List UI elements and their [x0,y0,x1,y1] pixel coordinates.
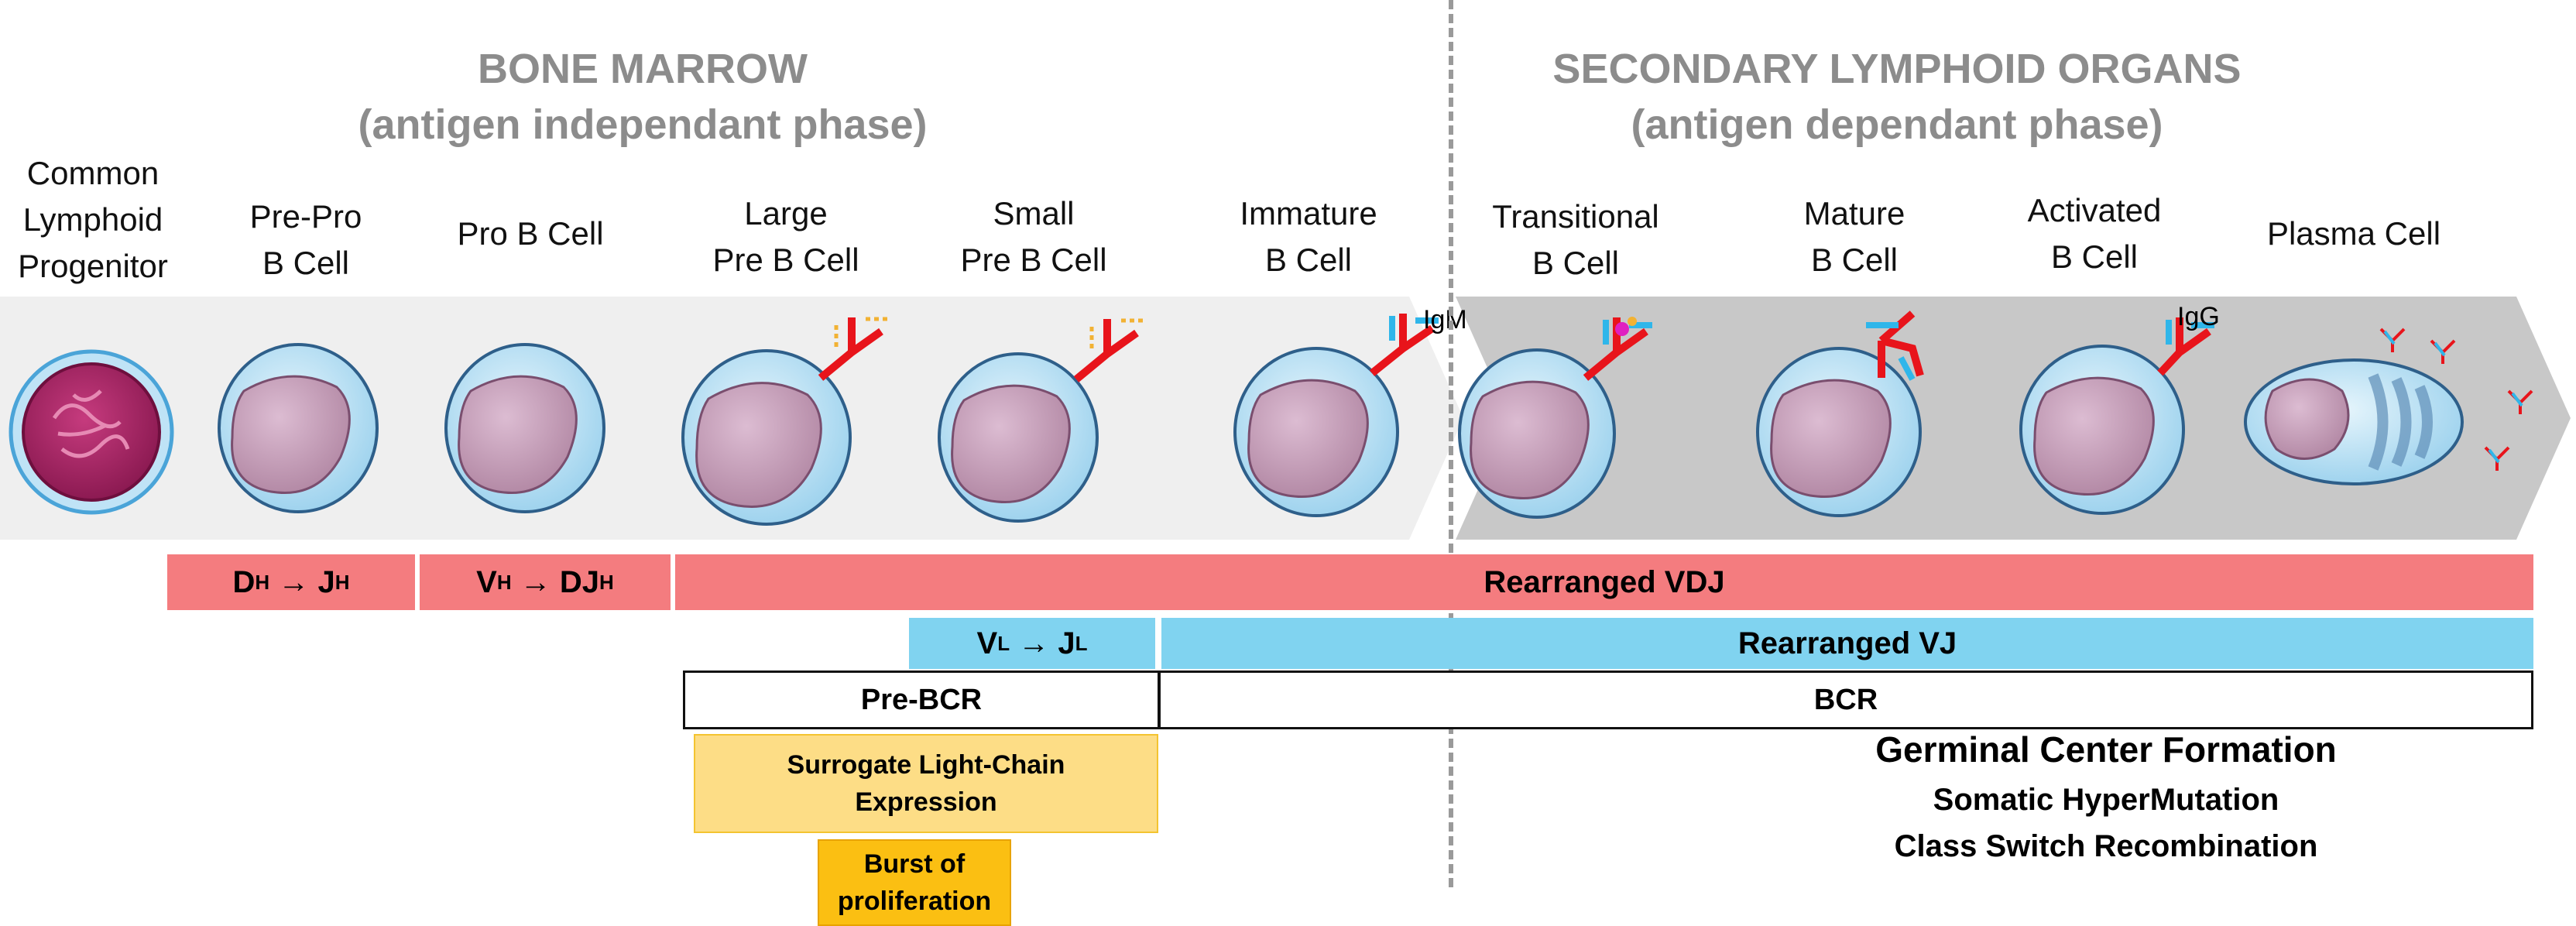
somatic-hypermutation: Somatic HyperMutation [1933,783,2279,817]
bcr-antibody-transitional [1583,317,1652,381]
activated-b-cell [2019,345,2185,515]
large-pre-b-cell [681,349,852,526]
stage-label-pro-b-cell: Pro B Cell [457,215,604,252]
box-pre-bcr: Pre-BCR [683,670,1160,729]
secondary-organs-subtitle: (antigen dependant phase) [1631,101,2163,148]
bcr-antibody-mature [1866,310,1924,381]
stage-label-plasma-cell: Plasma Cell [2266,215,2441,252]
bone-marrow-subtitle: (antigen independant phase) [358,101,928,148]
mature-b-cell [1756,347,1922,517]
box-bcr: BCR [1158,670,2533,729]
pre-bcr-antibody-small [1073,318,1146,382]
pre-pro-b-cell [218,343,379,513]
immature-b-cell [1233,347,1399,517]
bar-rearranged-vj: Rearranged VJ [1161,618,2533,669]
secreted-antibodies [2379,328,2533,471]
phase-divider [1449,0,1453,887]
igg-antibody-activated [2157,317,2214,376]
progenitor-cell [9,349,174,515]
bone-marrow-title: BONE MARROW [478,46,808,92]
secondary-organs-arrow-band [1456,297,2571,540]
secondary-organs-title: SECONDARY LYMPHOID ORGANS [1552,46,2242,92]
plasma-cell [2244,358,2464,485]
igm-antibody-immature [1369,314,1439,376]
pre-bcr-antibody-large [818,317,890,381]
germinal-center-formation: Germinal Center Formation [1875,729,2337,770]
bar-rearranged-vdj: Rearranged VDJ [675,554,2533,610]
igm-label: IgM [1423,305,1467,334]
pro-b-cell [444,343,605,513]
small-pre-b-cell [938,352,1099,523]
class-switch-recombination: Class Switch Recombination [1894,829,2318,863]
igg-label: IgG [2177,302,2220,331]
transitional-b-cell [1458,348,1616,519]
